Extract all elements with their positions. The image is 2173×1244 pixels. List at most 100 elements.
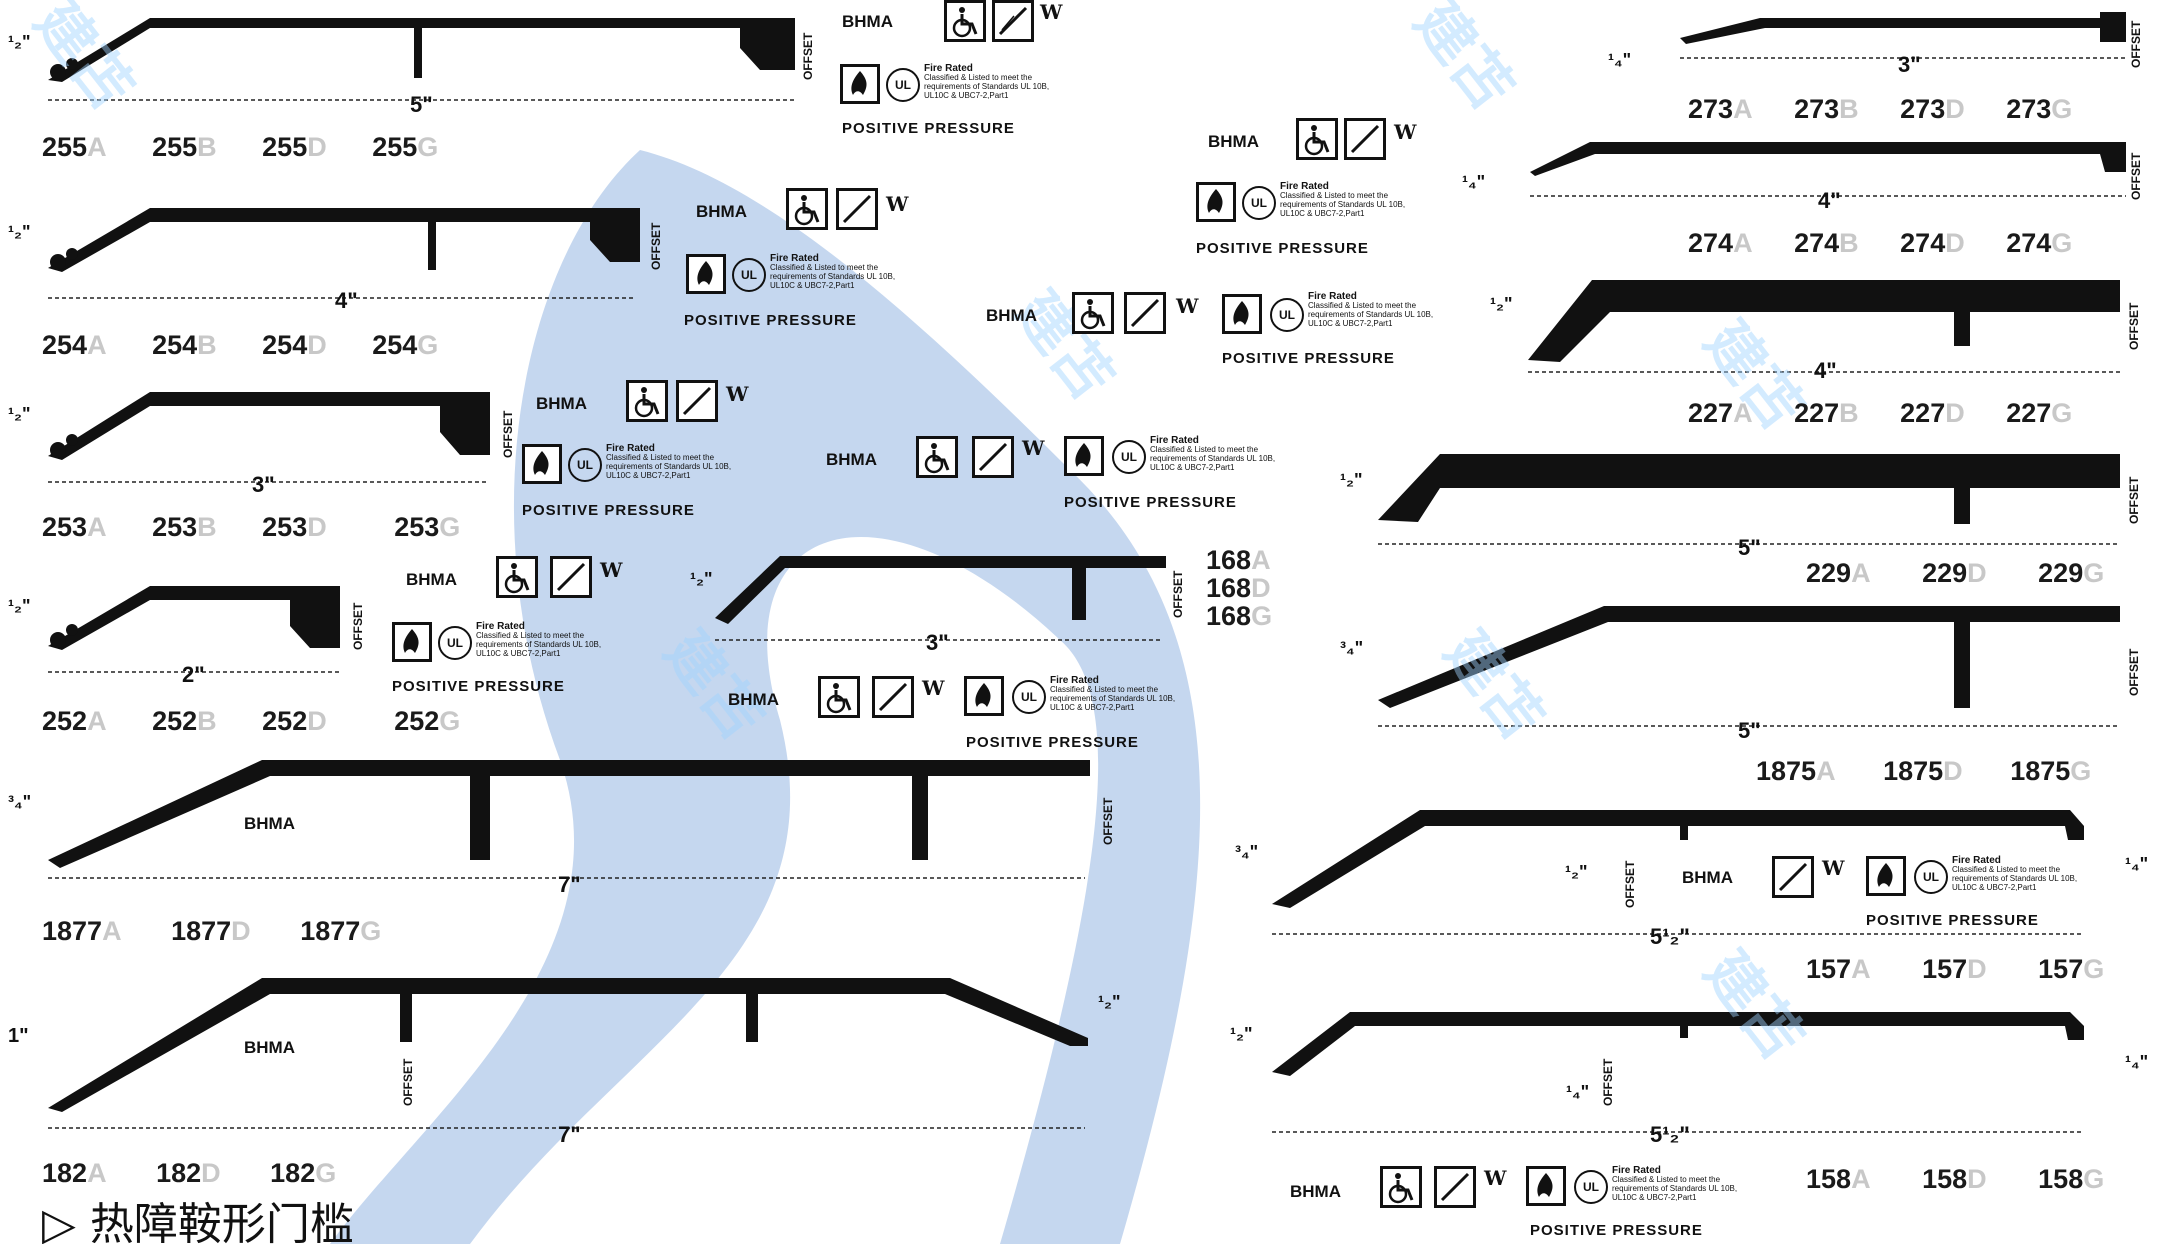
svg-text:1": 1" — [8, 1025, 29, 1047]
bhma-label-1877: BHMA — [244, 814, 295, 833]
cert-badge-255: BHMA W — [842, 0, 1122, 72]
cert-badge-274: BHMA W — [1208, 118, 1448, 190]
fire-icon — [392, 622, 432, 662]
bhma-label: BHMA — [842, 12, 893, 31]
ul-listed-icon: UL — [1914, 860, 1948, 894]
code-row-252: 252A 252B 252D 252G — [42, 706, 461, 736]
profile-253: 3" ¹₂" OFFSET — [8, 392, 515, 497]
fire-icon — [964, 676, 1004, 716]
svg-text:¹₂": ¹₂" — [1230, 1024, 1253, 1044]
profile-157: 5¹₂" ³₄" ¹₂" ¹₄" OFFSET — [1235, 810, 2148, 949]
profile-182: 7" 1" ¹₂" OFFSET — [8, 978, 1121, 1147]
code-row-158: 158A 158D 158G — [1806, 1164, 2105, 1194]
dim-229: 5" — [1738, 535, 1761, 560]
svg-text:¹₄": ¹₄" — [1608, 50, 1631, 70]
profile-158: 5¹₂" ¹₂" ¹₄" ¹₄" OFFSET — [1230, 1012, 2148, 1147]
w-rated-icon — [872, 676, 914, 718]
code-row-255: 255A 255B 255D 255G — [42, 132, 439, 162]
wheelchair-icon — [1380, 1166, 1422, 1208]
svg-text:¹₂": ¹₂" — [8, 596, 31, 616]
svg-text:³₄": ³₄" — [8, 792, 31, 812]
svg-text:OFFSET: OFFSET — [2129, 152, 2143, 200]
svg-text:OFFSET: OFFSET — [2129, 20, 2143, 68]
ribbon-watermark — [330, 150, 1201, 1244]
ul-listed-icon: UL — [1012, 680, 1046, 714]
wheelchair-icon — [818, 676, 860, 718]
svg-text:¹₄": ¹₄" — [1566, 1082, 1589, 1102]
bhma-label-182: BHMA — [244, 1038, 295, 1057]
svg-text:OFFSET: OFFSET — [2127, 302, 2141, 350]
wheelchair-icon — [496, 556, 538, 598]
caption-arrow-icon: ▷ — [42, 1199, 76, 1244]
svg-text:¹₂": ¹₂" — [690, 569, 713, 589]
fire-icon — [686, 254, 726, 294]
page-caption: ▷ 热障鞍形门槛 — [42, 1188, 354, 1244]
wheelchair-icon — [1072, 292, 1114, 334]
svg-text:¹₄": ¹₄" — [2125, 1052, 2148, 1072]
dim-227: 4" — [1814, 358, 1837, 383]
wheelchair-icon — [786, 188, 828, 230]
profile-273: 3" ¹₄" OFFSET — [1608, 12, 2143, 77]
svg-text:¹₂": ¹₂" — [1098, 992, 1121, 1012]
w-rated-icon — [676, 380, 718, 422]
positive-pressure-label: POSITIVE PRESSURE — [842, 120, 1015, 137]
ul-listed-icon: UL — [886, 68, 920, 102]
wheelchair-icon — [944, 0, 986, 42]
svg-text:¹₂": ¹₂" — [1490, 294, 1513, 314]
dim-252: 2" — [182, 662, 205, 687]
svg-text:¹₄": ¹₄" — [2125, 854, 2148, 874]
fire-icon — [840, 64, 880, 104]
code-row-1875: 1875A 1875D 1875G — [1756, 756, 2092, 786]
profile-229: 5" ¹₂" OFFSET — [1340, 454, 2141, 560]
svg-text:OFFSET: OFFSET — [2127, 648, 2141, 696]
profile-274: 4" ¹₄" OFFSET — [1462, 142, 2143, 213]
svg-text:OFFSET: OFFSET — [1171, 570, 1185, 618]
svg-text:¹₂": ¹₂" — [8, 32, 31, 52]
cert-badge-254: BHMA W — [696, 188, 956, 260]
dim-1875: 5" — [1738, 718, 1761, 743]
caption-text: 热障鞍形门槛 — [89, 1199, 354, 1244]
svg-text:OFFSET: OFFSET — [1623, 860, 1637, 908]
profile-227: 4" ¹₂" OFFSET — [1490, 280, 2141, 383]
cert-badge-252: BHMA W — [406, 556, 666, 628]
ul-listed-icon: UL — [1112, 440, 1146, 474]
svg-text:OFFSET: OFFSET — [401, 1058, 415, 1106]
w-rated-icon — [972, 436, 1014, 478]
dim-182: 7" — [558, 1122, 581, 1147]
profile-252: 2" ¹₂" OFFSET — [8, 586, 365, 687]
dim-253: 3" — [252, 472, 275, 497]
dim-274: 4" — [1818, 188, 1841, 213]
w-rated-icon — [1344, 118, 1386, 160]
svg-text:OFFSET: OFFSET — [1101, 797, 1115, 845]
code-row-253: 253A 253B 253D 253G — [42, 512, 461, 542]
profile-1875: 5" ³₄" OFFSET — [1340, 606, 2141, 743]
svg-text:¹₂": ¹₂" — [8, 222, 31, 242]
svg-text:³₄": ³₄" — [1340, 638, 1363, 658]
dim-254: 4" — [335, 288, 358, 313]
dim-158: 5¹₂" — [1650, 1122, 1690, 1147]
svg-text:OFFSET: OFFSET — [1601, 1058, 1615, 1106]
wheelchair-icon — [626, 380, 668, 422]
w-rated-icon — [1772, 856, 1814, 898]
code-row-229: 229A 229D 229G — [1806, 558, 2105, 588]
w-rated-icon — [992, 0, 1034, 42]
fire-icon — [1866, 856, 1906, 896]
dim-157: 5¹₂" — [1650, 924, 1690, 949]
code-col-168: 168A 168D 168G — [1206, 545, 1273, 631]
profile-254: 4" ¹₂" OFFSET — [8, 208, 663, 313]
w-rated-icon — [836, 188, 878, 230]
w-mark: W — [1040, 0, 1063, 24]
code-row-273: 273A 273B 273D 273G — [1688, 94, 2073, 124]
code-row-274: 274A 274B 274D 274G — [1688, 228, 2073, 258]
cert-badge-253: BHMA W — [536, 380, 796, 452]
